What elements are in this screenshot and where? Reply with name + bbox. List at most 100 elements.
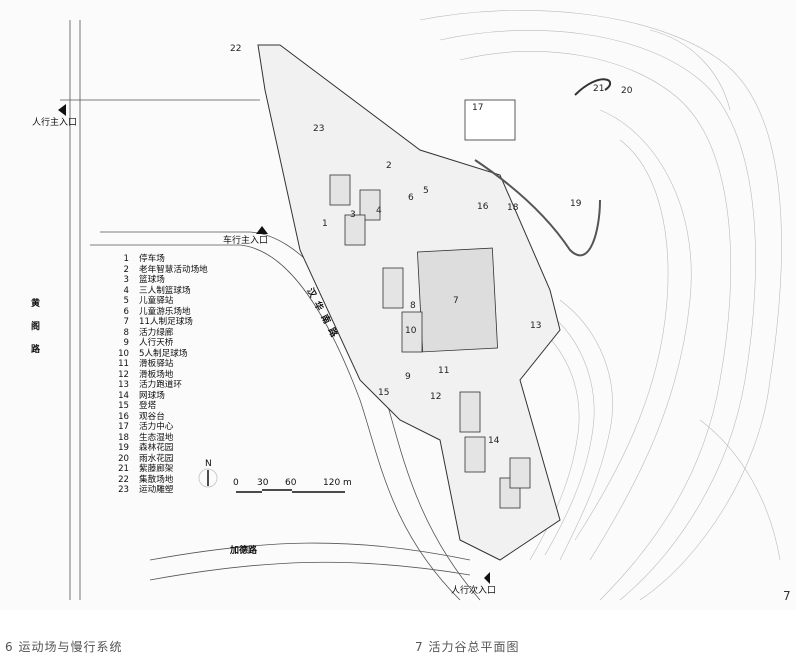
legend-item: 6 儿童游乐场地 <box>113 307 208 318</box>
ped-secondary-entrance-label: 人行次入口 <box>451 584 496 596</box>
label-12: 12 <box>430 392 441 402</box>
legend-number: 22 <box>118 474 129 485</box>
legend-number: 11 <box>118 359 129 369</box>
label-21: 21 <box>593 84 604 94</box>
legend-text: 活力绿廊 <box>139 327 174 338</box>
entrance-arrow-icon <box>58 104 66 116</box>
legend-item: 12 滑板场地 <box>113 370 208 381</box>
legend-item: 10 5人制足球场 <box>113 349 208 360</box>
legend-number: 20 <box>118 453 129 464</box>
label-11: 11 <box>438 366 449 376</box>
legend-text: 滑板场地 <box>139 369 174 380</box>
north-arrow: N <box>198 459 218 488</box>
site-number-labels: 1 2 3 4 5 6 7 8 9 10 11 12 13 14 15 16 1… <box>230 44 633 446</box>
legend-number: 15 <box>118 401 129 411</box>
legend-item: 4 三人制篮球场 <box>113 286 208 297</box>
legend-text: 停车场 <box>139 254 165 264</box>
legend-text: 活力中心 <box>139 422 174 432</box>
label-7: 7 <box>453 296 459 306</box>
legend-number: 18 <box>118 432 129 443</box>
legend-item: 14 网球场 <box>113 391 208 402</box>
label-18: 18 <box>507 203 519 213</box>
legend-number: 17 <box>118 422 129 432</box>
legend-number: 21 <box>118 464 129 474</box>
legend-number: 5 <box>123 296 129 306</box>
legend-text: 篮球场 <box>139 275 165 285</box>
legend-number: 19 <box>118 443 129 453</box>
scale-tick: 120 m <box>323 478 352 488</box>
label-3: 3 <box>350 210 356 220</box>
legend-item: 9 人行天桥 <box>113 338 208 349</box>
car-main-entrance-label: 车行主入口 <box>223 234 268 246</box>
entrance-arrow-icon <box>256 226 268 234</box>
road-label-west: 黄阁路 <box>29 297 40 367</box>
legend-text: 活力跑道环 <box>139 380 182 390</box>
legend-text: 登塔 <box>139 401 157 411</box>
label-1: 1 <box>322 219 328 229</box>
scale-tick: 0 <box>233 478 239 488</box>
caption-left: 6 运动场与慢行系统 <box>5 640 123 654</box>
legend-number: 1 <box>123 254 129 264</box>
label-6: 6 <box>408 193 414 203</box>
legend-text: 5人制足球场 <box>139 348 188 359</box>
label-5: 5 <box>423 186 429 196</box>
label-15: 15 <box>378 388 389 398</box>
legend-item: 7 11人制足球场 <box>113 317 208 328</box>
label-9: 9 <box>405 372 411 382</box>
legend-number: 6 <box>123 306 129 317</box>
legend-number: 13 <box>118 380 129 390</box>
north-label: N <box>205 459 212 469</box>
label-10: 10 <box>405 326 417 336</box>
label-23: 23 <box>313 124 324 134</box>
ped-main-entrance-label: 人行主入口 <box>32 116 77 128</box>
legend-text: 森林花园 <box>139 443 174 453</box>
label-20: 20 <box>621 86 633 96</box>
contour-lines <box>419 10 782 601</box>
legend-item: 2 老年智慧活动场地 <box>113 265 208 276</box>
legend-text: 网球场 <box>139 390 165 401</box>
label-19: 19 <box>570 199 582 209</box>
label-14: 14 <box>488 436 500 446</box>
legend-number: 8 <box>123 327 129 338</box>
legend-text: 人行天桥 <box>139 338 174 348</box>
legend-number: 3 <box>123 275 129 285</box>
site-facilities <box>329 78 612 509</box>
legend-number: 9 <box>123 338 129 348</box>
legend-number: 16 <box>118 411 129 422</box>
site-plan: 1 2 3 4 5 6 7 8 9 10 11 12 13 14 15 16 1… <box>29 10 791 603</box>
legend-text: 紫藤廊架 <box>139 464 174 474</box>
legend-item: 3 篮球场 <box>113 275 208 286</box>
entrance-arrow-icon <box>484 572 490 584</box>
road-label-south: 加德路 <box>229 544 258 556</box>
scale-tick: 30 <box>257 478 269 488</box>
entrance-markers: 人行主入口 车行主入口 人行次入口 <box>32 104 496 596</box>
legend-item: 15 登塔 <box>113 401 208 412</box>
scale-bar-line <box>236 489 345 493</box>
legend-item: 21 紫藤廊架 <box>113 464 208 475</box>
legend-number: 7 <box>123 317 129 327</box>
legend-item: 13 活力跑道环 <box>113 380 208 391</box>
legend-text: 老年智慧活动场地 <box>139 264 208 275</box>
legend-text: 三人制篮球场 <box>139 285 191 296</box>
legend-item: 16 观谷台 <box>113 412 208 423</box>
legend-number: 2 <box>123 264 129 275</box>
legend-item: 17 活力中心 <box>113 422 208 433</box>
legend-number: 4 <box>123 285 129 296</box>
scale-tick: 60 <box>285 478 297 488</box>
legend-number: 23 <box>118 485 129 495</box>
label-2: 2 <box>386 161 392 171</box>
caption-right: 7 活力谷总平面图 <box>415 640 520 654</box>
legend-text: 11人制足球场 <box>139 317 193 327</box>
legend-number: 12 <box>118 369 129 380</box>
legend-number: 14 <box>118 390 129 401</box>
legend-text: 观谷台 <box>139 411 165 422</box>
legend-text: 儿童游乐场地 <box>139 306 191 317</box>
legend-item: 8 活力绿廊 <box>113 328 208 339</box>
legend-number: 10 <box>118 348 129 359</box>
legend-item: 19 森林花园 <box>113 443 208 454</box>
page-number: 7 <box>783 589 791 603</box>
